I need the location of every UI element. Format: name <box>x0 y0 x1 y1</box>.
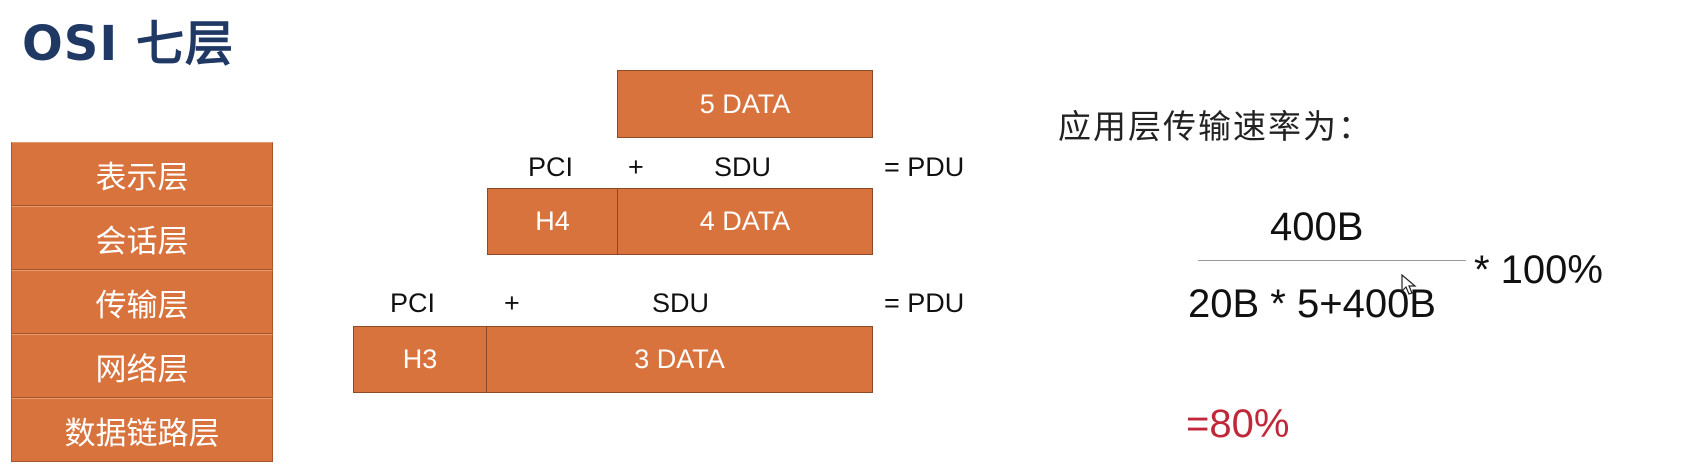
layer-session: 会话层 <box>11 206 273 270</box>
layer-network: 网络层 <box>11 334 273 398</box>
row3-sdu-label: SDU <box>652 288 710 318</box>
mouse-pointer-icon <box>1401 274 1417 295</box>
layer-transport: 传输层 <box>11 270 273 334</box>
layer-presentation: 表示层 <box>11 142 273 206</box>
layer4-data-box: 4 DATA <box>617 188 873 255</box>
formula-denominator: 20B * 5+400B <box>1188 282 1436 326</box>
row4-pci-label: PCI <box>528 152 574 182</box>
row4-sdu-label: SDU <box>714 152 772 182</box>
row4-pdu-label: = PDU <box>884 152 965 182</box>
rate-heading: 应用层传输速率为： <box>1058 107 1373 146</box>
formula-result: =80% <box>1186 402 1290 446</box>
formula-multiplier: * 100% <box>1474 248 1603 292</box>
layer4-header-box: H4 <box>487 188 618 255</box>
fraction-bar <box>1198 260 1466 261</box>
layer5-data-box: 5 DATA <box>617 70 873 138</box>
osi-layer-stack: 表示层 会话层 传输层 网络层 数据链路层 <box>11 142 273 462</box>
layer3-header-box: H3 <box>353 326 487 393</box>
row3-pci-label: PCI <box>390 288 436 318</box>
row4-plus-sign: + <box>628 152 644 182</box>
layer-data-link: 数据链路层 <box>11 398 273 462</box>
formula-numerator: 400B <box>1270 205 1364 249</box>
row3-plus-sign: + <box>504 288 520 318</box>
row3-pdu-label: = PDU <box>884 288 965 318</box>
slide-title: OSI 七层 <box>22 16 234 72</box>
layer3-data-box: 3 DATA <box>486 326 873 393</box>
